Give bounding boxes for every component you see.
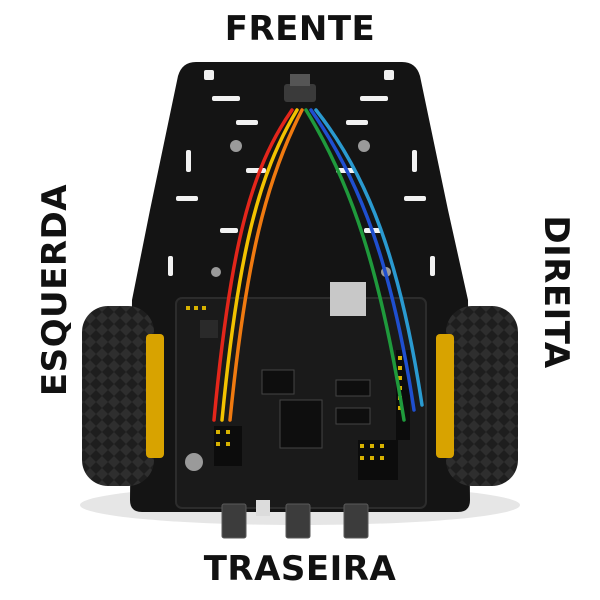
label-front: FRENTE [224, 9, 376, 49]
chassis-screws [211, 140, 391, 277]
sensor-header [290, 74, 310, 86]
line-sensor [284, 84, 316, 102]
label-rear: TRASEIRA [203, 549, 397, 589]
right-wheel [436, 306, 518, 486]
sensor-wires [212, 108, 424, 422]
control-board [175, 282, 427, 516]
label-left: ESQUERDA [35, 183, 75, 397]
left-wheel [82, 306, 164, 486]
terminal-blocks [221, 503, 369, 539]
label-right: DIREITA [536, 215, 576, 369]
